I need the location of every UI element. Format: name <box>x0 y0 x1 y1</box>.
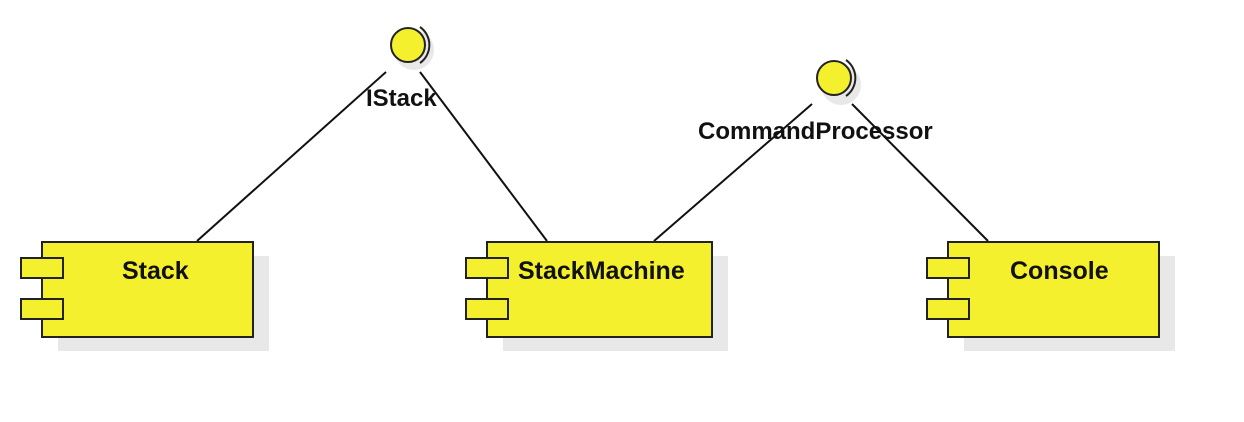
component-label-stack: Stack <box>122 257 189 285</box>
component-console: Console <box>926 241 1175 351</box>
interface-label-commandprocessor: CommandProcessor <box>698 118 933 145</box>
component-stack: Stack <box>20 241 269 351</box>
connector-stackmachine-istack <box>419 71 548 242</box>
socket-arc-icon <box>419 26 431 64</box>
component-port-icon <box>926 298 970 320</box>
lollipop-icon <box>816 60 852 96</box>
component-port-icon <box>20 298 64 320</box>
connector-console-commandprocessor <box>851 103 989 242</box>
component-stackmachine: StackMachine <box>465 241 728 351</box>
component-port-icon <box>926 257 970 279</box>
socket-arc-icon <box>845 59 857 97</box>
component-label-console: Console <box>1010 257 1109 285</box>
connector-stackmachine-commandprocessor <box>653 103 813 242</box>
component-body <box>486 241 713 338</box>
component-body <box>947 241 1160 338</box>
lollipop-icon <box>390 27 426 63</box>
interface-istack: IStack <box>366 26 437 112</box>
connector-stack-istack <box>196 71 387 242</box>
interface-label-istack: IStack <box>366 85 437 112</box>
component-port-icon <box>20 257 64 279</box>
component-port-icon <box>465 298 509 320</box>
component-port-icon <box>465 257 509 279</box>
interface-commandprocessor: CommandProcessor <box>698 59 933 145</box>
component-label-stackmachine: StackMachine <box>518 257 685 285</box>
component-body <box>41 241 254 338</box>
